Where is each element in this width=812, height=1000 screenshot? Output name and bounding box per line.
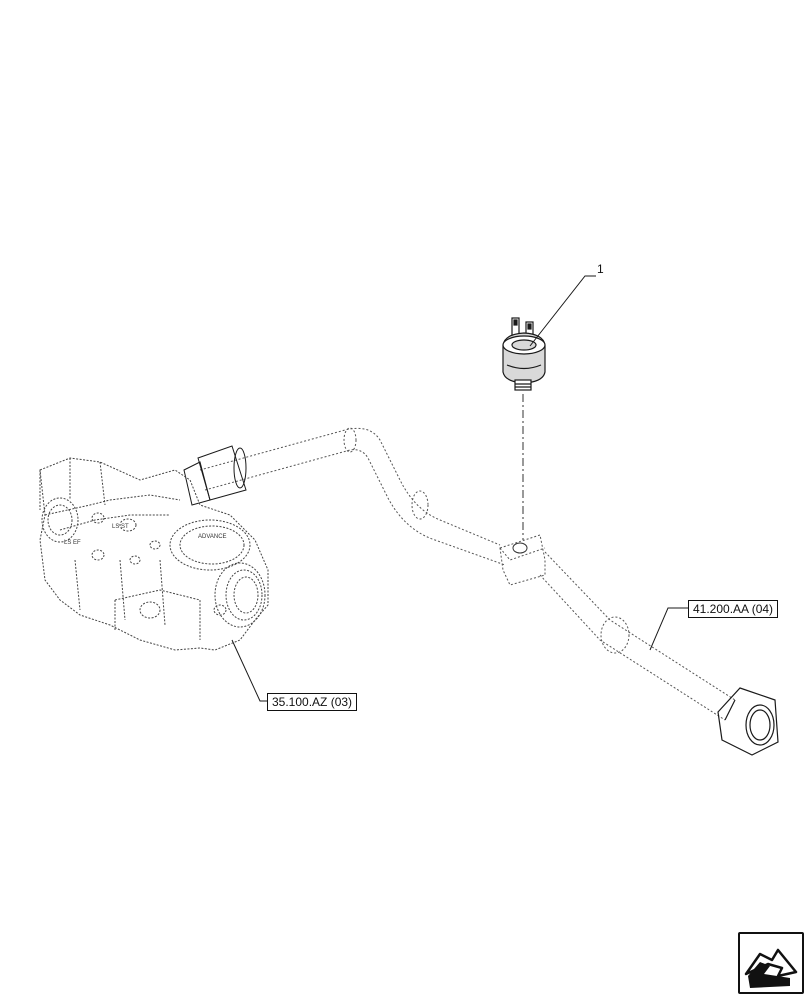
valve-markings: LS EF LS ST ADVANCE — [64, 524, 227, 546]
valve-marking-top: ADVANCE — [198, 534, 227, 540]
callout-valve-reference[interactable]: 35.100.AZ (03) — [267, 693, 358, 711]
callout-tube-reference[interactable]: 41.200.AA (04) — [688, 600, 779, 618]
leader-lines — [231, 275, 688, 702]
valve-marking-side2: LS ST — [112, 524, 129, 530]
item-number-1: 1 — [597, 262, 604, 276]
tube-end-fitting — [717, 687, 779, 756]
valve-marking-side: LS EF — [64, 540, 81, 546]
pressure-switch — [502, 317, 546, 391]
tube-coupling — [183, 445, 247, 506]
next-page-arrow-icon[interactable] — [738, 932, 804, 994]
valve-body — [39, 457, 269, 651]
hydraulic-tube — [199, 427, 736, 721]
